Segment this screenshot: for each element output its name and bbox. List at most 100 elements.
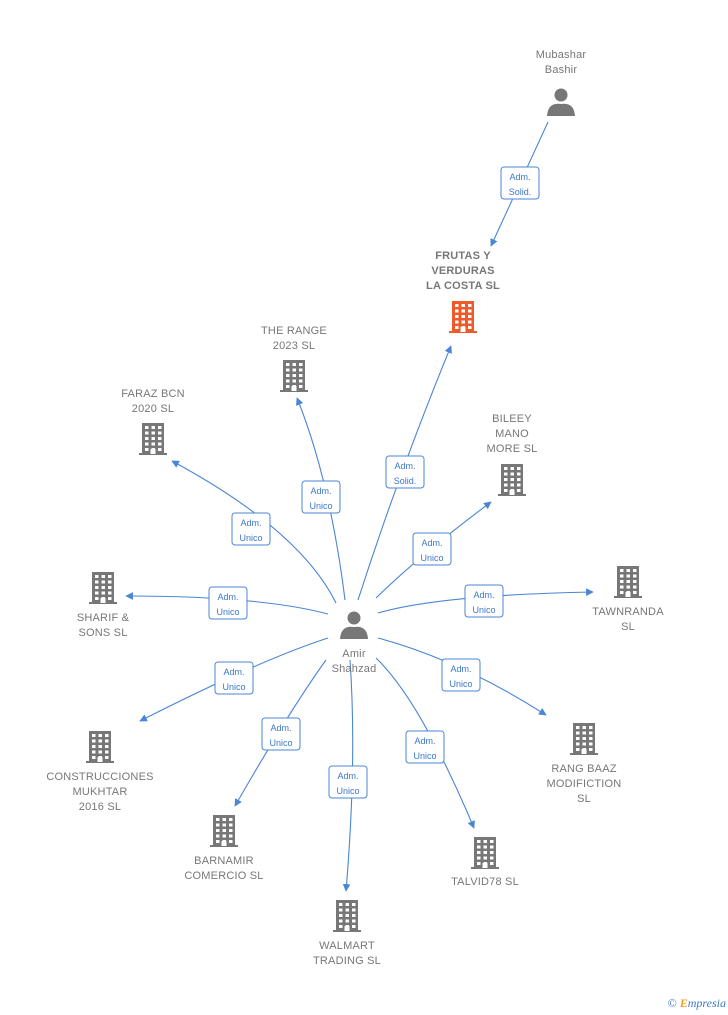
- node-label: MORE SL: [487, 443, 538, 455]
- edge-label-text: Unico: [413, 751, 436, 761]
- edge-amir-frutas: Adm.Solid.: [357, 345, 452, 601]
- company-node-bileey[interactable]: BILEEY MANO MORE SL: [487, 413, 538, 496]
- edge-label-text: Adm.: [509, 172, 530, 182]
- edge-label-box[interactable]: [328, 765, 368, 799]
- edge-arrow: [375, 657, 475, 829]
- company-node-barnamir[interactable]: BARNAMIR COMERCIO SL: [184, 815, 263, 882]
- edge-label-box[interactable]: [405, 730, 445, 764]
- building-icon: [139, 423, 167, 455]
- node-label: 2020 SL: [132, 403, 174, 415]
- building-icon: [333, 900, 361, 932]
- edge-label-text: Adm.: [270, 723, 291, 733]
- edge-amir-therange: Adm.Unico: [296, 397, 346, 601]
- edge-label-text: Adm.: [421, 538, 442, 548]
- edge-label-text: Adm.: [223, 667, 244, 677]
- company-node-talvid[interactable]: TALVID78 SL: [451, 837, 519, 888]
- node-label: FRUTAS Y: [435, 250, 491, 262]
- edge-label-text: Adm.: [450, 664, 471, 674]
- node-label: CONSTRUCCIONES: [46, 771, 153, 783]
- company-node-therange[interactable]: THE RANGE 2023 SL: [261, 325, 327, 392]
- node-label: FARAZ BCN: [121, 388, 185, 400]
- node-label: TALVID78 SL: [451, 876, 519, 888]
- edge-label-box[interactable]: [208, 586, 248, 620]
- node-label: TRADING SL: [313, 955, 381, 967]
- edge-amir-sharif: Adm. Unico: [125, 586, 329, 620]
- building-icon: [449, 301, 477, 333]
- company-node-rangbaaz[interactable]: RANG BAAZ MODIFICTION SL: [547, 723, 622, 805]
- edge-label-text: Unico: [472, 605, 495, 615]
- edge-label-text: Adm.: [310, 486, 331, 496]
- node-label: Bashir: [545, 64, 578, 76]
- edge-label-text: Adm.: [414, 736, 435, 746]
- edge-label-text: Adm.: [217, 592, 238, 602]
- node-label: VERDURAS: [431, 265, 494, 277]
- edge-label-text: Adm.: [337, 771, 358, 781]
- edge-amir-tawnranda: Adm. Unico: [377, 584, 594, 618]
- copyright-icon: ©: [667, 996, 677, 1010]
- edge-label-box[interactable]: [301, 480, 341, 514]
- edge-label-box[interactable]: [214, 661, 254, 695]
- edge-label-box[interactable]: [385, 455, 425, 489]
- edge-label-box[interactable]: [261, 717, 301, 751]
- node-label: RANG BAAZ: [551, 763, 616, 775]
- building-icon: [471, 837, 499, 869]
- edge-amir-talvid: Adm. Unico: [375, 657, 475, 829]
- node-label: 2016 SL: [79, 801, 121, 813]
- edge-label-box[interactable]: [231, 512, 271, 546]
- node-label: 2023 SL: [273, 340, 315, 352]
- building-icon: [280, 360, 308, 392]
- node-label: SL: [577, 793, 591, 805]
- node-label: Amir: [342, 648, 366, 660]
- edge-label-text: Adm.: [394, 461, 415, 471]
- node-label: THE RANGE: [261, 325, 327, 337]
- person-icon: [547, 88, 575, 116]
- person-icon: [340, 611, 368, 639]
- node-label: BARNAMIR: [194, 855, 254, 867]
- edge-label-text: Adm.: [240, 518, 261, 528]
- edge-amir-barnamir: Adm. Unico: [234, 659, 327, 807]
- node-label: SHARIF &: [77, 612, 130, 624]
- building-icon: [614, 566, 642, 598]
- building-icon: [570, 723, 598, 755]
- edge-label-box[interactable]: [441, 658, 481, 692]
- company-node-construcciones[interactable]: CONSTRUCCIONES MUKHTAR 2016 SL: [46, 731, 153, 813]
- edge-arrow: [377, 588, 594, 614]
- edge-label-text: Unico: [449, 679, 472, 689]
- edge-amir-rangbaaz: Adm. Unico: [377, 637, 547, 716]
- node-label: BILEEY: [492, 413, 532, 425]
- node-label: WALMART: [319, 940, 375, 952]
- edge-label-text: Unico: [269, 738, 292, 748]
- company-node-walmart[interactable]: WALMART TRADING SL: [313, 900, 381, 967]
- node-label: Shahzad: [332, 663, 377, 675]
- node-label: MANO: [495, 428, 529, 440]
- company-node-sharif[interactable]: SHARIF & SONS SL: [77, 572, 130, 639]
- brand-name: mpresia: [687, 996, 726, 1010]
- node-label: TAWNRANDA: [592, 606, 664, 618]
- company-node-frutas[interactable]: FRUTAS Y VERDURAS LA COSTA SL: [426, 250, 500, 333]
- footer-brand: ©Empresia: [668, 996, 726, 1011]
- building-icon: [210, 815, 238, 847]
- edge-label-text: Unico: [336, 786, 359, 796]
- edge-label-text: Adm.: [473, 590, 494, 600]
- edge-label-box[interactable]: [464, 584, 504, 618]
- edge-label-box[interactable]: [500, 166, 540, 200]
- company-node-faraz[interactable]: FARAZ BCN 2020 SL: [121, 388, 185, 455]
- building-icon: [89, 572, 117, 604]
- node-label: COMERCIO SL: [184, 870, 263, 882]
- node-label: SONS SL: [78, 627, 127, 639]
- edge-label-text: Solid.: [509, 187, 532, 197]
- edge-mubashar-frutas: Adm. Solid.: [490, 121, 549, 247]
- node-label: LA COSTA SL: [426, 280, 500, 292]
- edge-label-box[interactable]: [412, 532, 452, 566]
- brand-initial: E: [679, 996, 688, 1010]
- edge-label-text: Unico: [216, 607, 239, 617]
- node-label: MUKHTAR: [73, 786, 128, 798]
- node-label: MODIFICTION: [547, 778, 622, 790]
- edge-amir-construcciones: Adm.Unico: [139, 637, 329, 722]
